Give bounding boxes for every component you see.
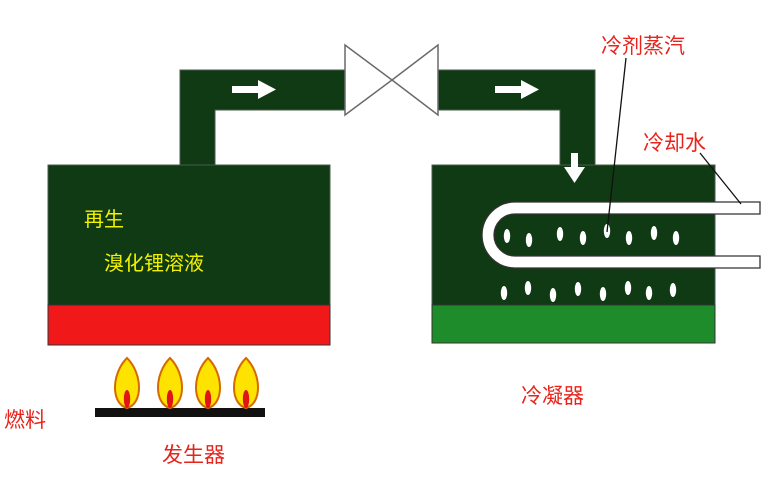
cooling-leader-line xyxy=(699,152,742,205)
droplet xyxy=(624,281,632,295)
vapor-pipe-right xyxy=(437,69,596,166)
droplets xyxy=(500,224,680,302)
droplet xyxy=(669,283,677,297)
droplet xyxy=(503,229,511,243)
droplet xyxy=(556,227,564,241)
droplet xyxy=(524,281,532,295)
arrow-right-icon xyxy=(495,80,539,99)
condenser-vessel xyxy=(431,164,716,306)
droplet xyxy=(549,288,557,302)
label-cooling-water: 冷却水 xyxy=(643,131,706,155)
flame-icon xyxy=(195,356,221,410)
valve-icon xyxy=(344,43,439,117)
flame-icon xyxy=(233,356,259,410)
arrow-down-icon xyxy=(564,153,585,183)
droplet xyxy=(525,233,533,247)
flame-icon xyxy=(114,356,140,410)
burner-plate xyxy=(95,408,265,417)
vapor-leader-line xyxy=(606,57,627,233)
label-solution: 溴化锂溶液 xyxy=(104,251,204,275)
droplet xyxy=(574,282,582,296)
label-generator: 发生器 xyxy=(162,443,225,467)
droplet xyxy=(672,231,680,245)
arrow-right-icon xyxy=(232,80,276,99)
droplet xyxy=(500,286,508,300)
generator-heater xyxy=(47,304,331,346)
droplet xyxy=(579,231,587,245)
droplet xyxy=(645,286,653,300)
condensate-layer xyxy=(431,304,716,344)
label-regenerate: 再生 xyxy=(84,207,124,231)
flame-icon xyxy=(157,356,183,410)
label-refrigerant-vapor: 冷剂蒸汽 xyxy=(601,34,685,58)
label-fuel: 燃料 xyxy=(4,408,46,432)
generator-vessel xyxy=(47,164,331,306)
cooling-water-tube xyxy=(481,201,761,269)
droplet xyxy=(599,287,607,301)
droplet xyxy=(625,231,633,245)
label-condenser: 冷凝器 xyxy=(521,384,584,408)
droplet xyxy=(650,226,658,240)
